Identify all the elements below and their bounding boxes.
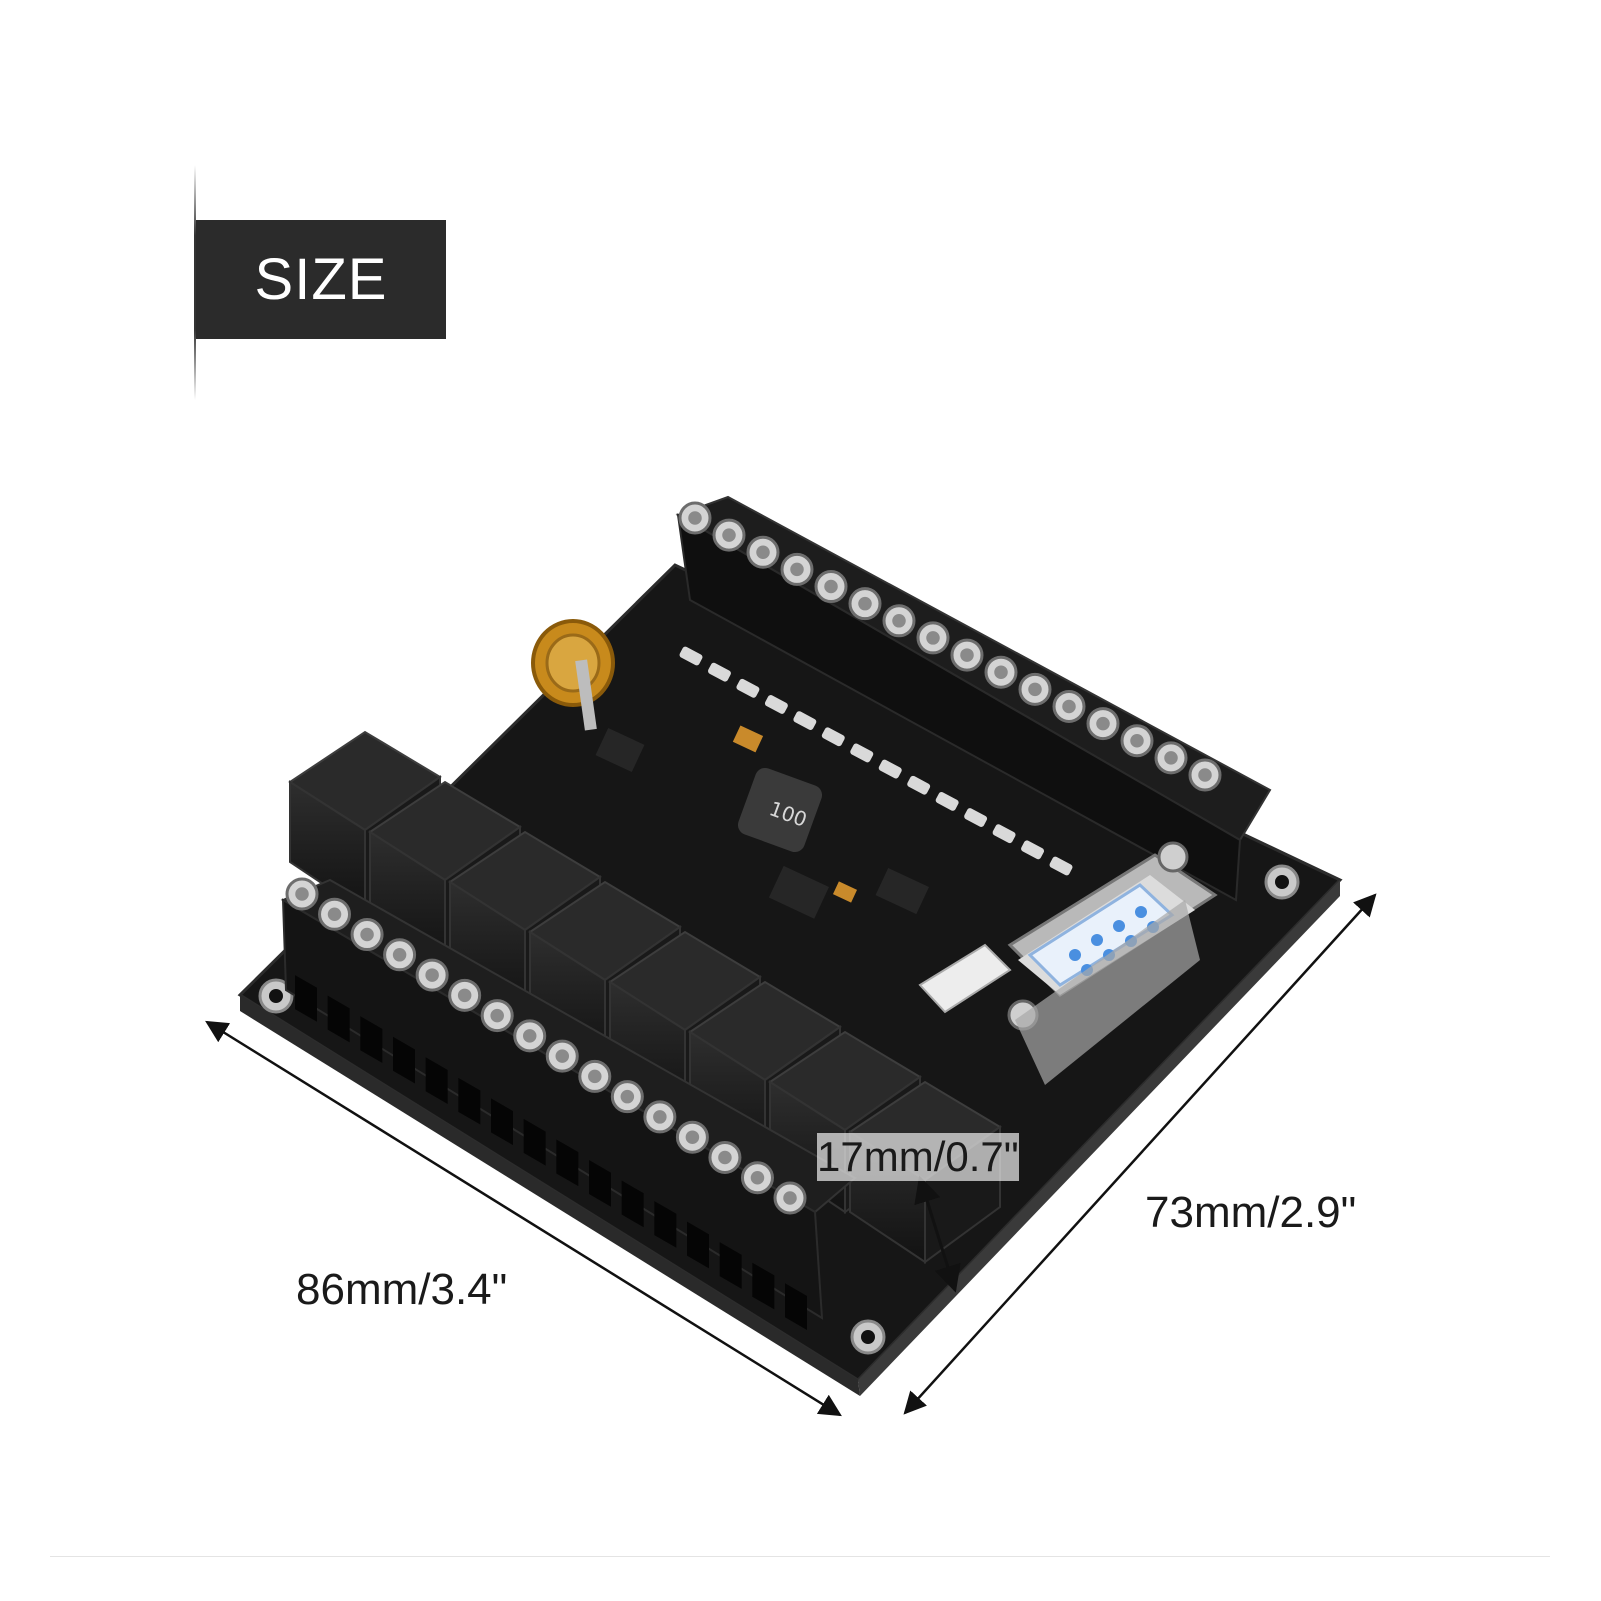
status-led (736, 678, 760, 698)
terminal-screw-icon (578, 1059, 612, 1093)
height-dimension-label: 17mm/0.7" (817, 1133, 1019, 1181)
status-led (707, 662, 731, 682)
connector-pin (1091, 934, 1103, 946)
terminal-screw-icon (350, 918, 384, 952)
length-dimension-label: 86mm/3.4" (296, 1265, 508, 1314)
terminal-screw-icon (950, 638, 984, 672)
terminal-screw-icon (746, 535, 780, 569)
terminal-screw-icon (773, 1181, 807, 1215)
status-led (935, 791, 959, 811)
length-dimension-arrow (205, 1020, 842, 1417)
status-led (992, 824, 1016, 844)
terminal-screw-icon (916, 621, 950, 655)
terminal-screw-icon (610, 1080, 644, 1114)
terminal-slot (295, 975, 317, 1022)
status-led (1021, 840, 1045, 860)
terminal-screw-icon (1188, 758, 1222, 792)
terminal-screw-icon (415, 958, 449, 992)
terminal-screw-icon (383, 938, 417, 972)
status-led (907, 775, 931, 795)
status-led (1049, 856, 1073, 876)
width-dimension-label: 73mm/2.9" (1145, 1188, 1357, 1237)
terminal-screw-icon (318, 897, 352, 931)
terminal-screw-icon (678, 501, 712, 535)
terminal-screw-icon (513, 1019, 547, 1053)
terminal-screw-icon (882, 604, 916, 638)
badge-accent-rule (194, 165, 196, 400)
terminal-screw-icon (1086, 707, 1120, 741)
terminal-screw-icon (984, 655, 1018, 689)
status-led (764, 695, 788, 714)
terminal-screw-icon (1018, 672, 1052, 706)
size-badge-label: SIZE (254, 247, 388, 312)
status-led (793, 711, 817, 731)
status-led (878, 759, 902, 779)
chip (768, 865, 829, 919)
status-led (679, 646, 703, 666)
terminal-screw-icon (848, 587, 882, 621)
mounting-holes (258, 864, 1300, 1355)
capacitor (832, 881, 858, 903)
bottom-divider (50, 1556, 1550, 1557)
terminal-screw-icon (480, 999, 514, 1033)
terminal-screw-icon (1154, 741, 1188, 775)
terminal-screw-icon (1052, 689, 1086, 723)
terminal-screw-icon (448, 978, 482, 1012)
backup-battery-icon (531, 619, 615, 731)
terminal-screw-icon (643, 1100, 677, 1134)
terminal-screw-icon (285, 877, 319, 911)
rear-terminal-block (675, 495, 1272, 902)
terminal-screw-icon (545, 1039, 579, 1073)
terminal-screw-icon (708, 1140, 742, 1174)
terminal-screw-icon (675, 1120, 709, 1154)
chip (595, 727, 645, 773)
connector-pin (1069, 949, 1081, 961)
terminal-screw-icon (740, 1161, 774, 1195)
terminal-screw-icon (712, 518, 746, 552)
status-led (850, 743, 874, 763)
width-dimension-arrow (903, 893, 1377, 1415)
connector-pin (1113, 920, 1125, 932)
status-led (821, 727, 845, 747)
connector-pin (1135, 906, 1147, 918)
capacitor (732, 725, 764, 753)
inductor (737, 767, 823, 853)
terminal-screw-icon (814, 570, 848, 604)
terminal-screw-icon (780, 552, 814, 586)
status-led (964, 808, 988, 827)
height-dimension-arrow (914, 1175, 961, 1293)
terminal-screw-icon (1120, 724, 1154, 758)
size-badge: SIZE (196, 220, 446, 339)
